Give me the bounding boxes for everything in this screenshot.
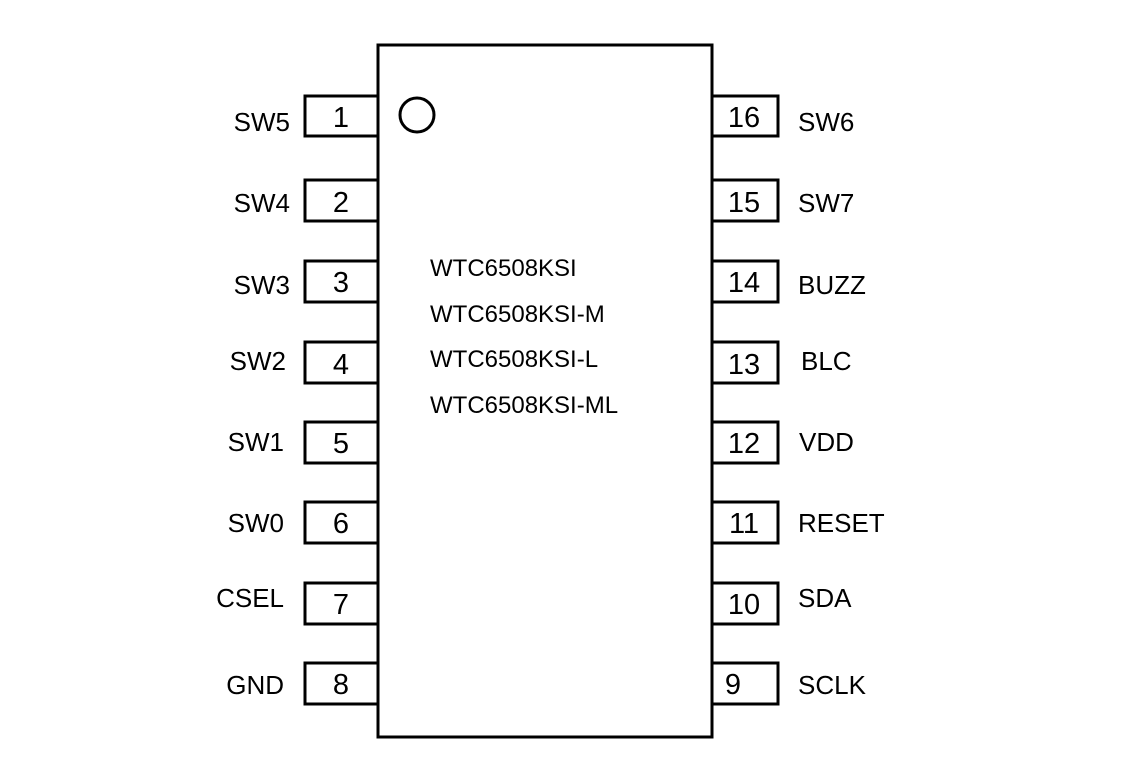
pin-box <box>710 178 780 223</box>
pin-box <box>303 340 380 385</box>
pin-number: 9 <box>725 669 741 701</box>
chip-body <box>376 43 714 739</box>
pin-label: CSEL <box>216 583 284 613</box>
pin-number: 4 <box>333 349 349 381</box>
pin-box <box>303 178 380 223</box>
pin-box <box>303 661 380 706</box>
pin-label: SDA <box>798 583 852 613</box>
pin1-indicator-icon <box>398 96 436 134</box>
pin-label: BUZZ <box>798 270 866 300</box>
pin-label: SW3 <box>234 270 290 300</box>
pin-box <box>303 259 380 304</box>
part-number-list: WTC6508KSI WTC6508KSI-M WTC6508KSI-L WTC… <box>430 255 618 419</box>
pin-box <box>303 94 380 138</box>
part-number: WTC6508KSI-ML <box>430 392 618 419</box>
pin-label: RESET <box>798 508 885 538</box>
pin-label: SW0 <box>228 508 284 538</box>
pin-number: 5 <box>333 428 349 460</box>
pin-label: BLC <box>801 346 852 376</box>
pin-number: 10 <box>728 589 760 621</box>
pin-label: SW4 <box>234 188 290 218</box>
pin-number: 3 <box>333 267 349 299</box>
pin-number: 11 <box>729 508 759 540</box>
pin-label: GND <box>226 670 284 700</box>
pin-label: SW6 <box>798 107 854 137</box>
pin-number: 16 <box>728 102 760 134</box>
pin-number: 1 <box>333 102 349 134</box>
pin-label: SCLK <box>798 670 867 700</box>
pin-number: 14 <box>728 267 760 299</box>
pin-box <box>710 94 780 138</box>
pin-number: 15 <box>728 187 760 219</box>
part-number: WTC6508KSI-L <box>430 346 598 373</box>
right-pin-row: 16 SW6 15 SW7 14 BUZZ 13 BLC 12 VDD 11 R… <box>710 94 885 706</box>
pin-label: SW7 <box>798 188 854 218</box>
part-number: WTC6508KSI <box>430 255 577 282</box>
pin-number: 7 <box>333 589 349 621</box>
pin-label: SW5 <box>234 107 290 137</box>
pin-box <box>710 420 780 465</box>
pin-number: 12 <box>728 428 760 460</box>
pin-box <box>303 500 380 545</box>
pin-box <box>710 259 780 304</box>
pin-label: VDD <box>799 427 854 457</box>
part-number: WTC6508KSI-M <box>430 301 605 328</box>
pin-box <box>710 581 780 626</box>
pin-box <box>710 661 780 706</box>
pin-number: 2 <box>333 187 349 219</box>
pin-number: 8 <box>333 669 349 701</box>
left-pin-row: 1 SW5 2 SW4 3 SW3 4 SW2 5 SW1 6 SW0 7 CS… <box>216 94 380 706</box>
pin-box <box>303 581 380 626</box>
pin-label: SW2 <box>230 346 286 376</box>
pin-box <box>710 500 780 545</box>
pin-number: 6 <box>333 508 349 540</box>
pin-number: 13 <box>728 349 760 381</box>
pin-box <box>710 340 780 385</box>
pin-label: SW1 <box>228 427 284 457</box>
pin-box <box>303 420 380 465</box>
